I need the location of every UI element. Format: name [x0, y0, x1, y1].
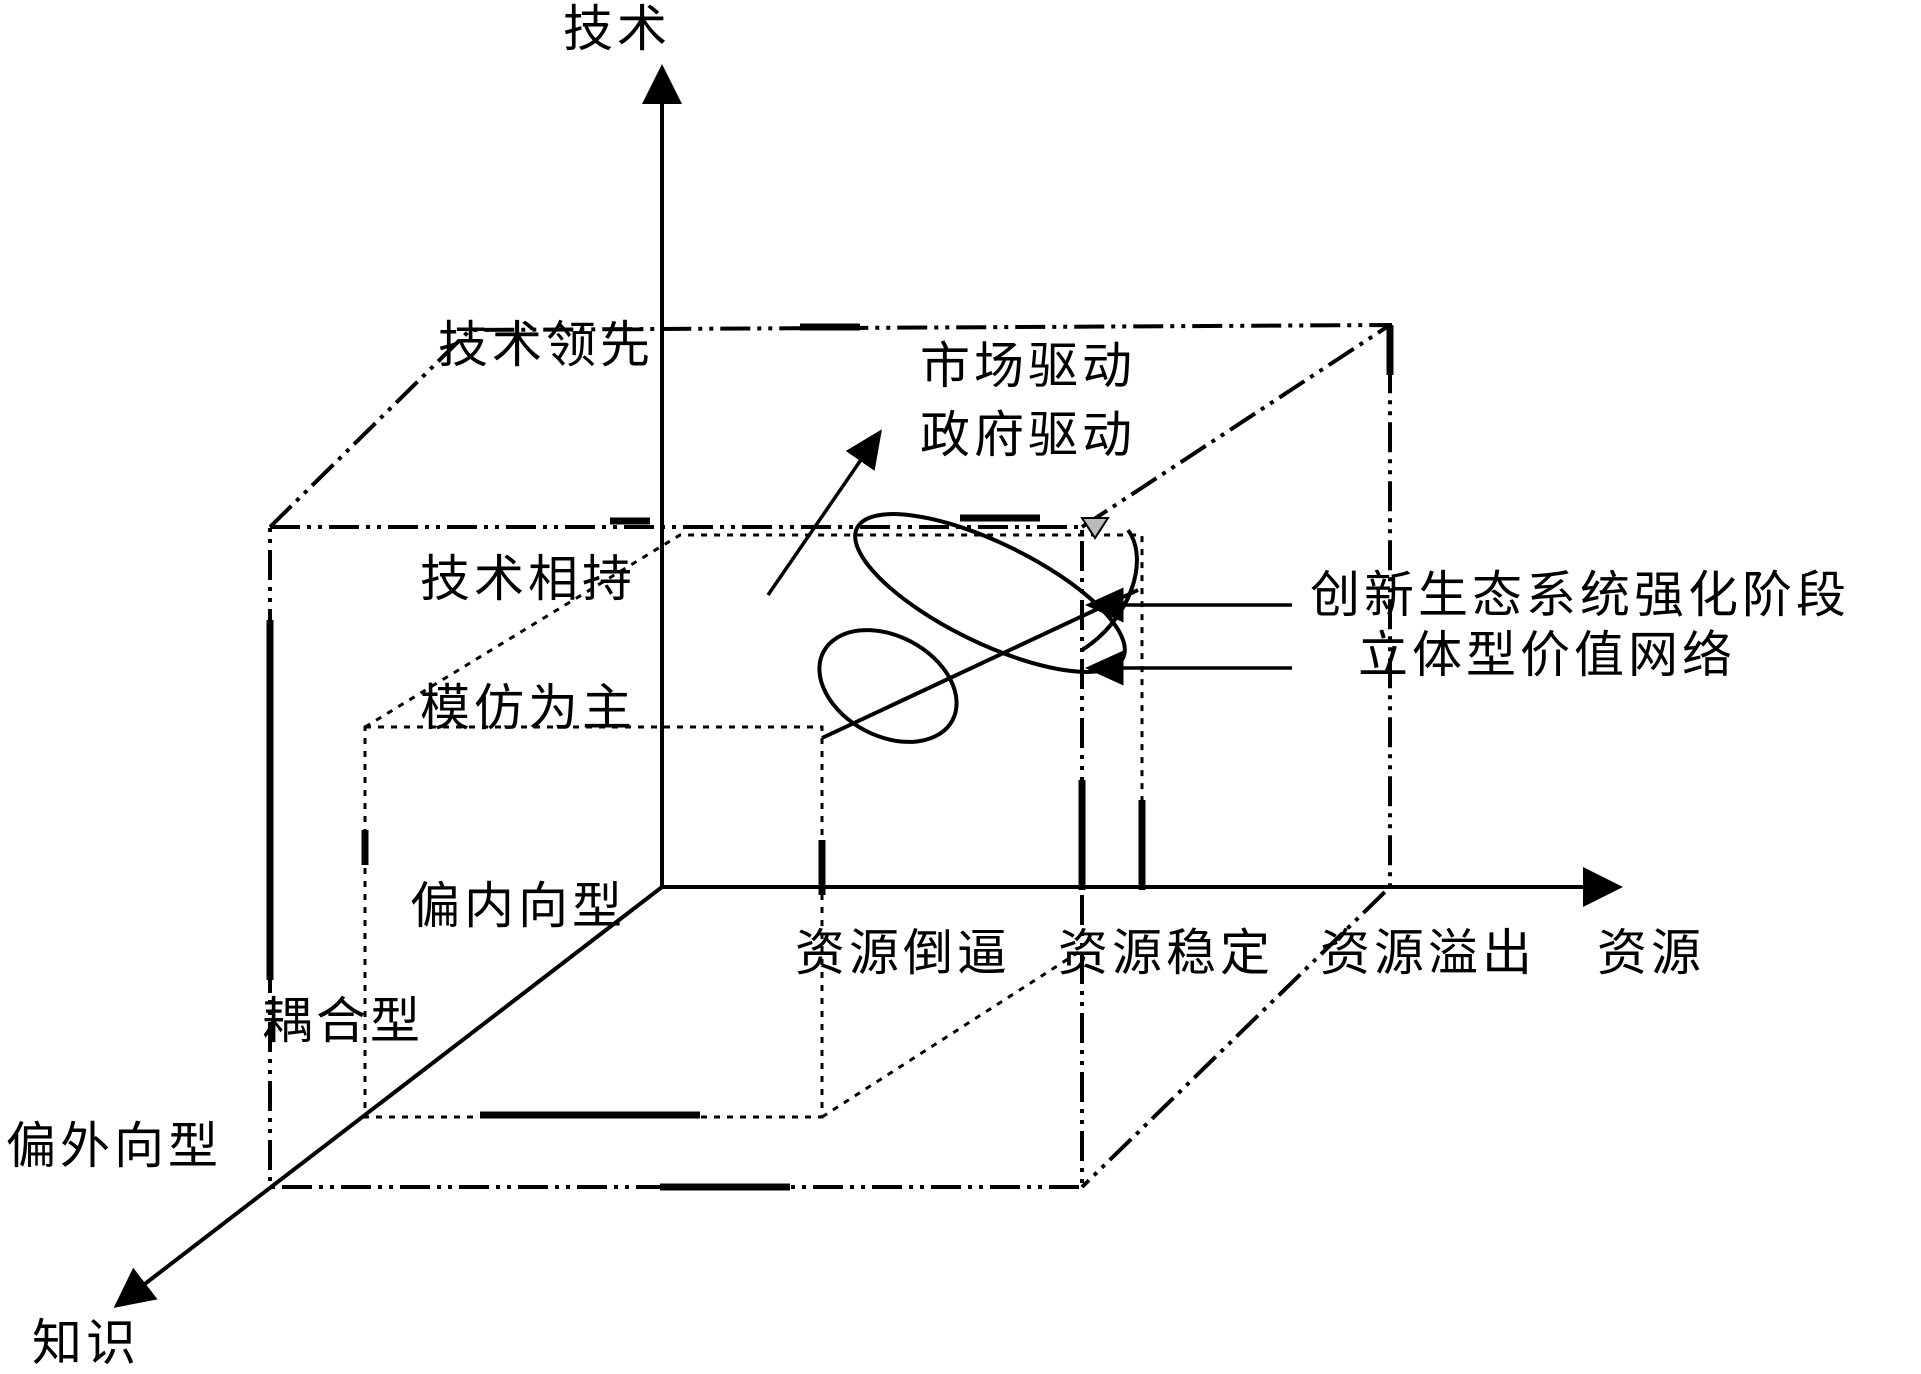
tech-level-leading: 技术领先 [438, 316, 654, 374]
value-network-rings [817, 512, 1139, 744]
knowledge-axis [113, 885, 664, 1308]
inner-box-front-face [363, 725, 824, 1119]
driver-government: 政府驱动 [920, 406, 1136, 464]
knowledge-level-inward: 偏内向型 [410, 877, 626, 935]
tech-level-stalemate: 技术相持 [420, 550, 636, 608]
outer-box [266, 322, 1394, 1191]
resource-level-forced: 资源倒逼 [795, 924, 1011, 982]
resource-level-spillover: 资源溢出 [1320, 924, 1536, 982]
resource-level-stable: 资源稳定 [1058, 924, 1274, 982]
tech-level-imitation: 模仿为主 [420, 679, 636, 737]
resource-axis-label: 资源 [1597, 924, 1705, 982]
ring-connector-lower [821, 588, 1139, 740]
knowledge-level-outward: 偏外向型 [6, 1117, 222, 1175]
small-triangle-marker [1080, 517, 1110, 540]
technology-axis-label: 技术 [563, 0, 671, 58]
outer-box-top-right-edge [1080, 323, 1392, 529]
driver-arrow [766, 429, 882, 596]
knowledge-axis-label: 知识 [32, 1314, 140, 1370]
middle-box-edges [364, 533, 1144, 890]
coordinate-axes [113, 64, 1623, 1308]
network-annotation-text: 立体型价值网络 [1358, 626, 1736, 684]
knowledge-level-coupled: 耦合型 [262, 992, 424, 1050]
stage-annotation-text: 创新生态系统强化阶段 [1310, 566, 1850, 624]
lower-ring [817, 628, 959, 744]
ring-curve-right [1080, 528, 1139, 652]
middle-box [364, 533, 1146, 890]
outer-box-front-face [268, 525, 1084, 1189]
driver-market: 市场驱动 [920, 337, 1136, 395]
